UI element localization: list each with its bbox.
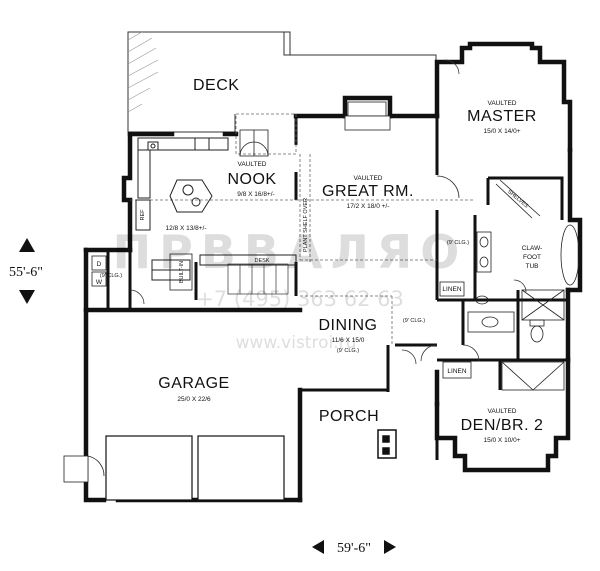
- great-room-size: 17/2 X 18/0 +/-: [347, 203, 390, 210]
- hall-bath: [467, 295, 515, 333]
- den-tag: VAULTED: [487, 408, 516, 415]
- dining-clg: (9' CLG.): [337, 348, 359, 354]
- laundry-clg-label: (9' CLG.): [100, 273, 122, 279]
- nook-label: NOOK: [227, 171, 276, 188]
- linen-label-1: LINEN: [442, 286, 461, 293]
- porch-columns: [377, 429, 397, 459]
- garage-step: [63, 455, 105, 483]
- desk-grid: [227, 263, 289, 295]
- den-label: DEN/BR. 2: [461, 417, 544, 434]
- master-tag: VAULTED: [487, 100, 516, 107]
- ceiling-lines: [130, 113, 475, 345]
- garage-size: 25/0 X 22/6: [177, 396, 211, 403]
- dining-label: DINING: [319, 317, 378, 334]
- bath-clg-label: (9' CLG.): [447, 240, 469, 246]
- linen-label-2: LINEN: [447, 368, 466, 375]
- dining-side-clg-label: (9' CLG.): [403, 318, 425, 324]
- height-dimension: 55'-6": [9, 265, 43, 280]
- washer-label: W: [96, 279, 103, 286]
- kitchen-counters: [135, 137, 297, 281]
- porch-label: PORCH: [319, 408, 379, 425]
- den-size: 15/0 X 10/0+: [483, 437, 520, 444]
- watermark: ПРВВАЛЯО +7 (495) 363 62 63 www.vistroi.…: [113, 225, 468, 353]
- door-swings: [129, 59, 527, 365]
- ref-label: REF: [140, 209, 146, 221]
- laundry: [91, 253, 193, 291]
- clawfoot-label-2: FOOT: [523, 254, 541, 261]
- nook-door: [239, 129, 269, 157]
- clawfoot-label-3: TUB: [526, 263, 539, 270]
- desk-label: DESK: [255, 258, 270, 264]
- width-dimension: 59'-6": [337, 541, 371, 556]
- den-closet: [501, 361, 565, 391]
- interior-walls: [106, 116, 568, 500]
- width-dimension-arrows: [312, 540, 396, 554]
- plant-shelf-label: PLANT SHELF OVER: [303, 198, 309, 252]
- shelves-label: SHELVES: [506, 189, 529, 210]
- great-room-label: GREAT RM.: [322, 183, 414, 200]
- great-room-tag: VAULTED: [353, 175, 382, 182]
- master-bath: [476, 179, 580, 343]
- nook-size: 9/8 X 16/8+/-: [237, 191, 274, 198]
- watermark-brand: ПРВВАЛЯО: [113, 225, 468, 279]
- watermark-site: www.vistroi.ru: [236, 333, 357, 353]
- nook-tag: VAULTED: [237, 161, 266, 168]
- watermark-phone: +7 (495) 363 62 63: [196, 287, 404, 311]
- fireplace: [344, 101, 391, 131]
- clawfoot-label-1: CLAW-: [522, 245, 543, 252]
- deck-label: DECK: [193, 77, 239, 94]
- master-size: 15/0 X 14/0+: [483, 128, 520, 135]
- garage-doors: [105, 435, 285, 501]
- built-in-label: BUILT-IN: [179, 261, 185, 283]
- garage-label: GARAGE: [158, 375, 229, 392]
- kitchen-size: 12/8 X 13/8+/-: [165, 225, 206, 232]
- linen-closets: [439, 281, 472, 379]
- dryer-label: D: [97, 261, 102, 268]
- dining-size: 11/6 X 15/0: [332, 337, 365, 344]
- height-dimension-arrows: [19, 238, 35, 304]
- master-label: MASTER: [467, 108, 537, 125]
